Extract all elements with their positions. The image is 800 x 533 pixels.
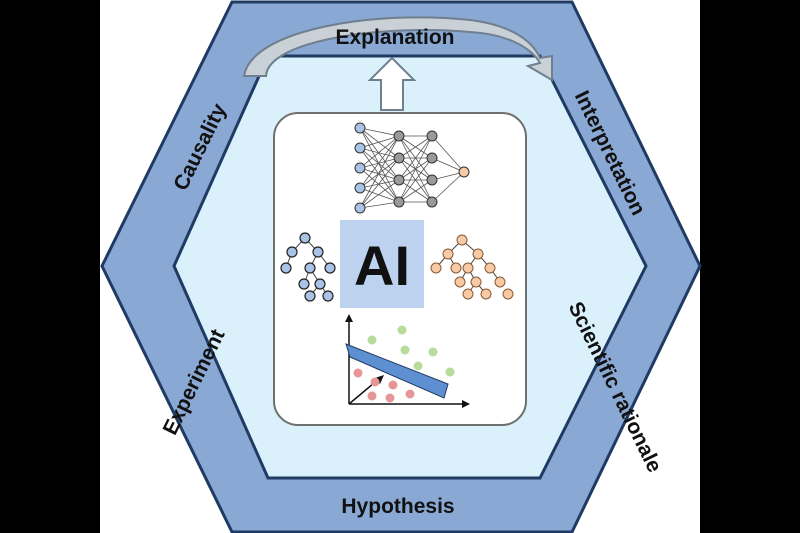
regression-band — [345, 343, 449, 399]
neural-network-icon — [354, 122, 470, 214]
decision-tree-icon — [280, 232, 336, 302]
up-arrow-icon — [367, 56, 417, 111]
label-explanation: Explanation — [335, 26, 454, 49]
ai-box — [340, 220, 424, 308]
scatter-plot-icon — [345, 314, 470, 408]
decision-tree-icon — [430, 234, 514, 300]
label-hypothesis: Hypothesis — [341, 495, 454, 518]
curved-arrow-icon — [242, 16, 553, 82]
ai-label: AI — [354, 234, 410, 297]
